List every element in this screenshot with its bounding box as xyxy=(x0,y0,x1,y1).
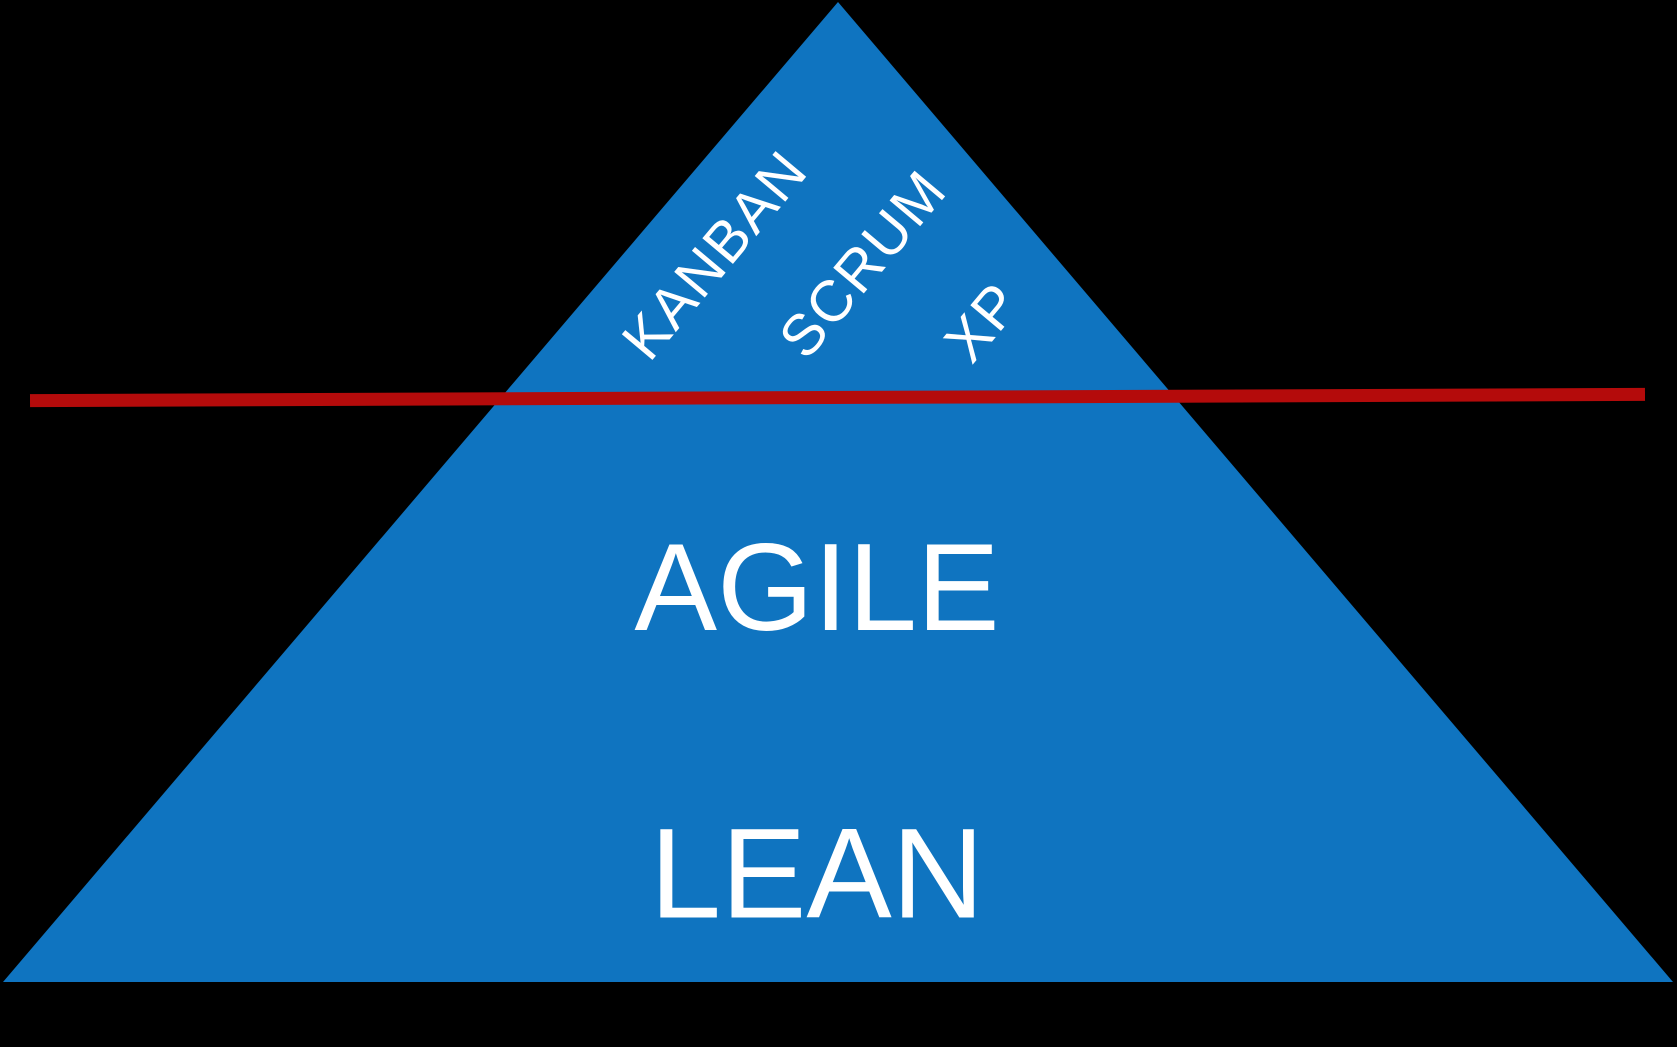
pyramid-triangle xyxy=(3,2,1673,982)
waterline xyxy=(29,387,1646,408)
agile-label: AGILE xyxy=(634,519,999,657)
lean-label: LEAN xyxy=(650,803,984,946)
